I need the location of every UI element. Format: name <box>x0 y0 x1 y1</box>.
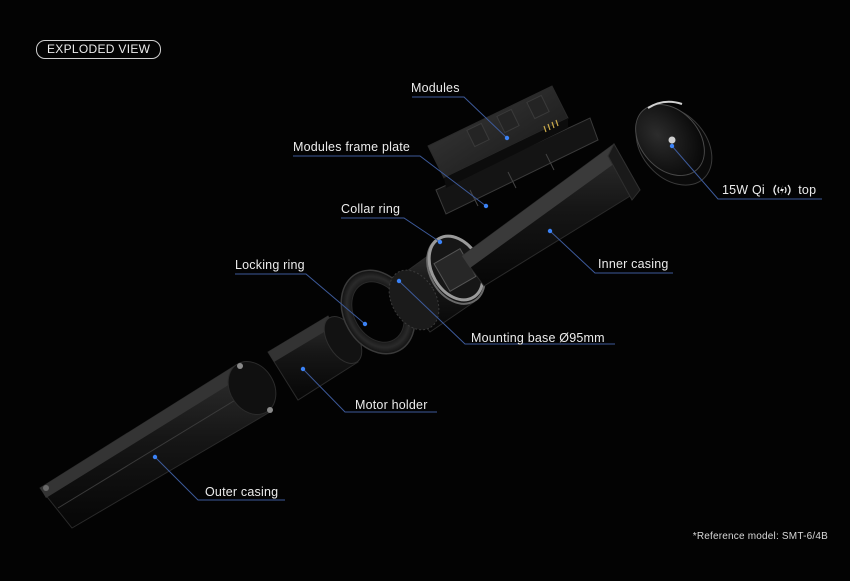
label-qi-top: 15W Qi top <box>722 182 816 201</box>
dot-frame-plate <box>483 203 489 209</box>
inner-casing-part <box>461 142 641 287</box>
dot-inner-casing <box>547 228 553 234</box>
dot-modules <box>504 135 510 141</box>
leader-lines <box>154 96 822 501</box>
dot-motor-holder <box>300 366 306 372</box>
label-modules-frame-plate: Modules frame plate <box>293 140 411 154</box>
leader-outer-casing <box>154 456 285 501</box>
label-mounting-base: Mounting base Ø95mm <box>471 331 605 345</box>
label-qi-top-suffix: top <box>798 183 817 197</box>
dot-mounting-base <box>396 278 402 284</box>
label-qi-top-prefix: 15W Qi <box>722 183 765 197</box>
label-modules: Modules <box>411 81 460 95</box>
leader-modules <box>412 96 508 139</box>
dot-locking-ring <box>362 321 368 327</box>
reference-footnote: *Reference model: SMT-6/4B <box>692 531 828 542</box>
wireless-charging-icon <box>771 183 793 201</box>
leader-mounting-base <box>398 280 615 345</box>
exploded-view-badge: EXPLODED VIEW <box>36 40 162 59</box>
label-outer-casing: Outer casing <box>205 485 279 499</box>
dot-outer-casing <box>152 454 158 460</box>
leader-dots <box>152 135 675 460</box>
leader-qi-top <box>671 145 822 200</box>
label-motor-holder: Motor holder <box>355 398 428 412</box>
leader-frame-plate <box>293 155 487 207</box>
dot-collar-ring <box>437 239 443 245</box>
leader-motor-holder <box>302 368 437 413</box>
modules-part <box>427 85 569 188</box>
dot-qi-top <box>669 143 675 149</box>
leader-collar-ring <box>341 217 441 243</box>
motor-holder-part <box>267 315 363 401</box>
leader-inner-casing <box>549 230 673 274</box>
label-collar-ring: Collar ring <box>341 202 401 216</box>
label-locking-ring: Locking ring <box>235 258 305 272</box>
label-inner-casing: Inner casing <box>598 257 669 271</box>
outer-casing-part <box>39 361 277 529</box>
leader-locking-ring <box>235 273 366 325</box>
